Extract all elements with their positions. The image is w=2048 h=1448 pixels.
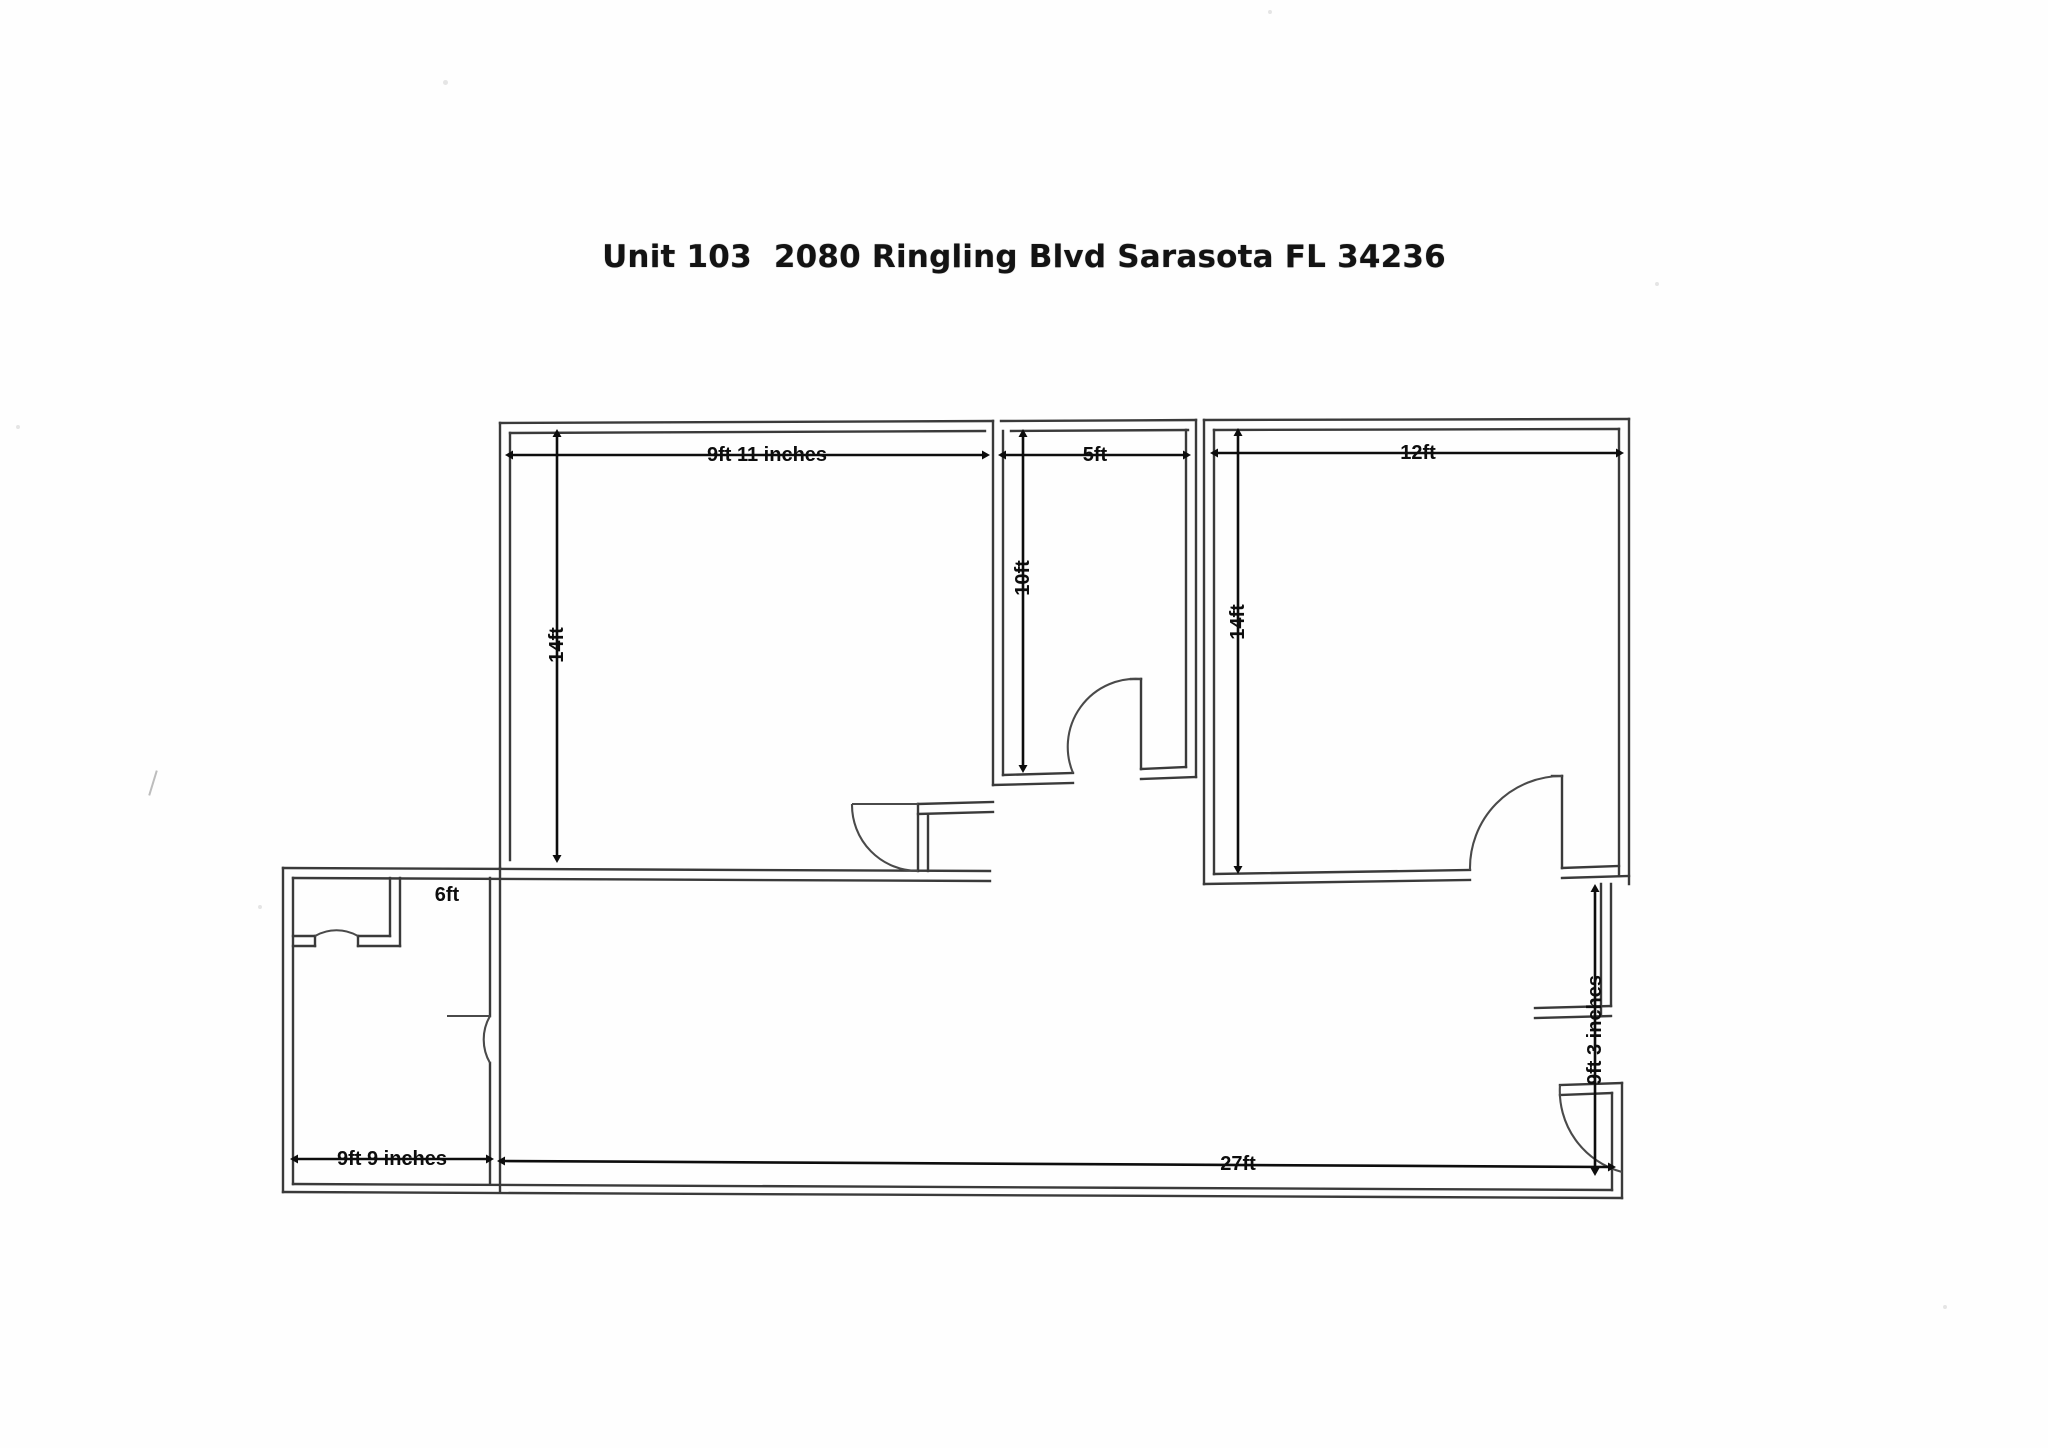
scan-speckle bbox=[1655, 282, 1659, 286]
dim-label-right-corridor-height: 9ft 3 inches bbox=[1584, 974, 1606, 1086]
scan-speckle bbox=[258, 905, 262, 909]
walls bbox=[281, 417, 1631, 1200]
dim-label-middle-room-height: 10ft bbox=[1012, 560, 1034, 596]
scan-speckle bbox=[1268, 10, 1272, 14]
dim-label-middle-room-width: 5ft bbox=[1082, 444, 1108, 466]
door-swings bbox=[314, 677, 1623, 1174]
wall-middle-top-outer bbox=[999, 418, 1198, 423]
wall-middle-bottom-left-inner bbox=[1001, 771, 1075, 777]
dim-label-bottom-left-room-width: 9ft 9 inches bbox=[336, 1148, 448, 1170]
dim-label-main-room-width: 27ft bbox=[1220, 1153, 1256, 1175]
scan-speckle bbox=[443, 80, 448, 85]
wall-topright-bottom-a-outer bbox=[1202, 878, 1472, 886]
middle-room-door-arc bbox=[1066, 677, 1142, 774]
wall-middle-bottom-right-inner bbox=[1139, 765, 1188, 771]
closet-door-arc bbox=[314, 929, 359, 937]
dim-label-closet-width: 6ft bbox=[434, 884, 460, 906]
page-title: Unit 103 2080 Ringling Blvd Sarasota FL … bbox=[602, 238, 1446, 275]
center-hall-door-arc bbox=[850, 803, 919, 873]
wall-entry-pocket-bottom-inner bbox=[1558, 1091, 1614, 1097]
wall-middle-bottom-left-outer bbox=[991, 781, 1075, 787]
dim-label-top-right-room-width: 12ft bbox=[1400, 442, 1436, 464]
top-right-room-door-arc bbox=[1468, 774, 1563, 871]
wall-topright-top-inner bbox=[1212, 427, 1621, 432]
wall-upper-horiz-inner bbox=[291, 876, 992, 883]
bottom-left-room-door-arc bbox=[482, 1015, 491, 1064]
wall-center-hall-top-inner bbox=[916, 810, 995, 816]
dim-label-top-right-room-height: 14ft bbox=[1227, 604, 1249, 640]
scan-speckle bbox=[16, 425, 20, 429]
wall-topright-top-outer bbox=[1202, 417, 1631, 422]
wall-topright-bottom-b-outer bbox=[1560, 874, 1631, 880]
dim-line-27ft bbox=[497, 1156, 1616, 1172]
dimension-lines bbox=[290, 428, 1624, 1176]
scan-speckle bbox=[1943, 1305, 1947, 1309]
wall-top-outer bbox=[498, 419, 995, 425]
dim-label-top-left-room-height: 14ft bbox=[546, 627, 568, 663]
wall-center-hall-top-outer bbox=[916, 800, 995, 806]
wall-middle-bottom-right-outer bbox=[1139, 775, 1198, 781]
wall-bottom-outer bbox=[281, 1190, 1624, 1200]
wall-topright-bottom-a-inner bbox=[1212, 868, 1472, 876]
wall-top-inner bbox=[508, 429, 987, 435]
wall-topright-bottom-b-inner bbox=[1560, 864, 1621, 870]
dim-label-top-left-room-width: 9ft 11 inches bbox=[706, 444, 828, 466]
wall-upper-horiz-outer bbox=[281, 866, 992, 873]
wall-bottom-inner bbox=[291, 1182, 1614, 1192]
wall-middle-top-inner bbox=[1009, 428, 1190, 433]
